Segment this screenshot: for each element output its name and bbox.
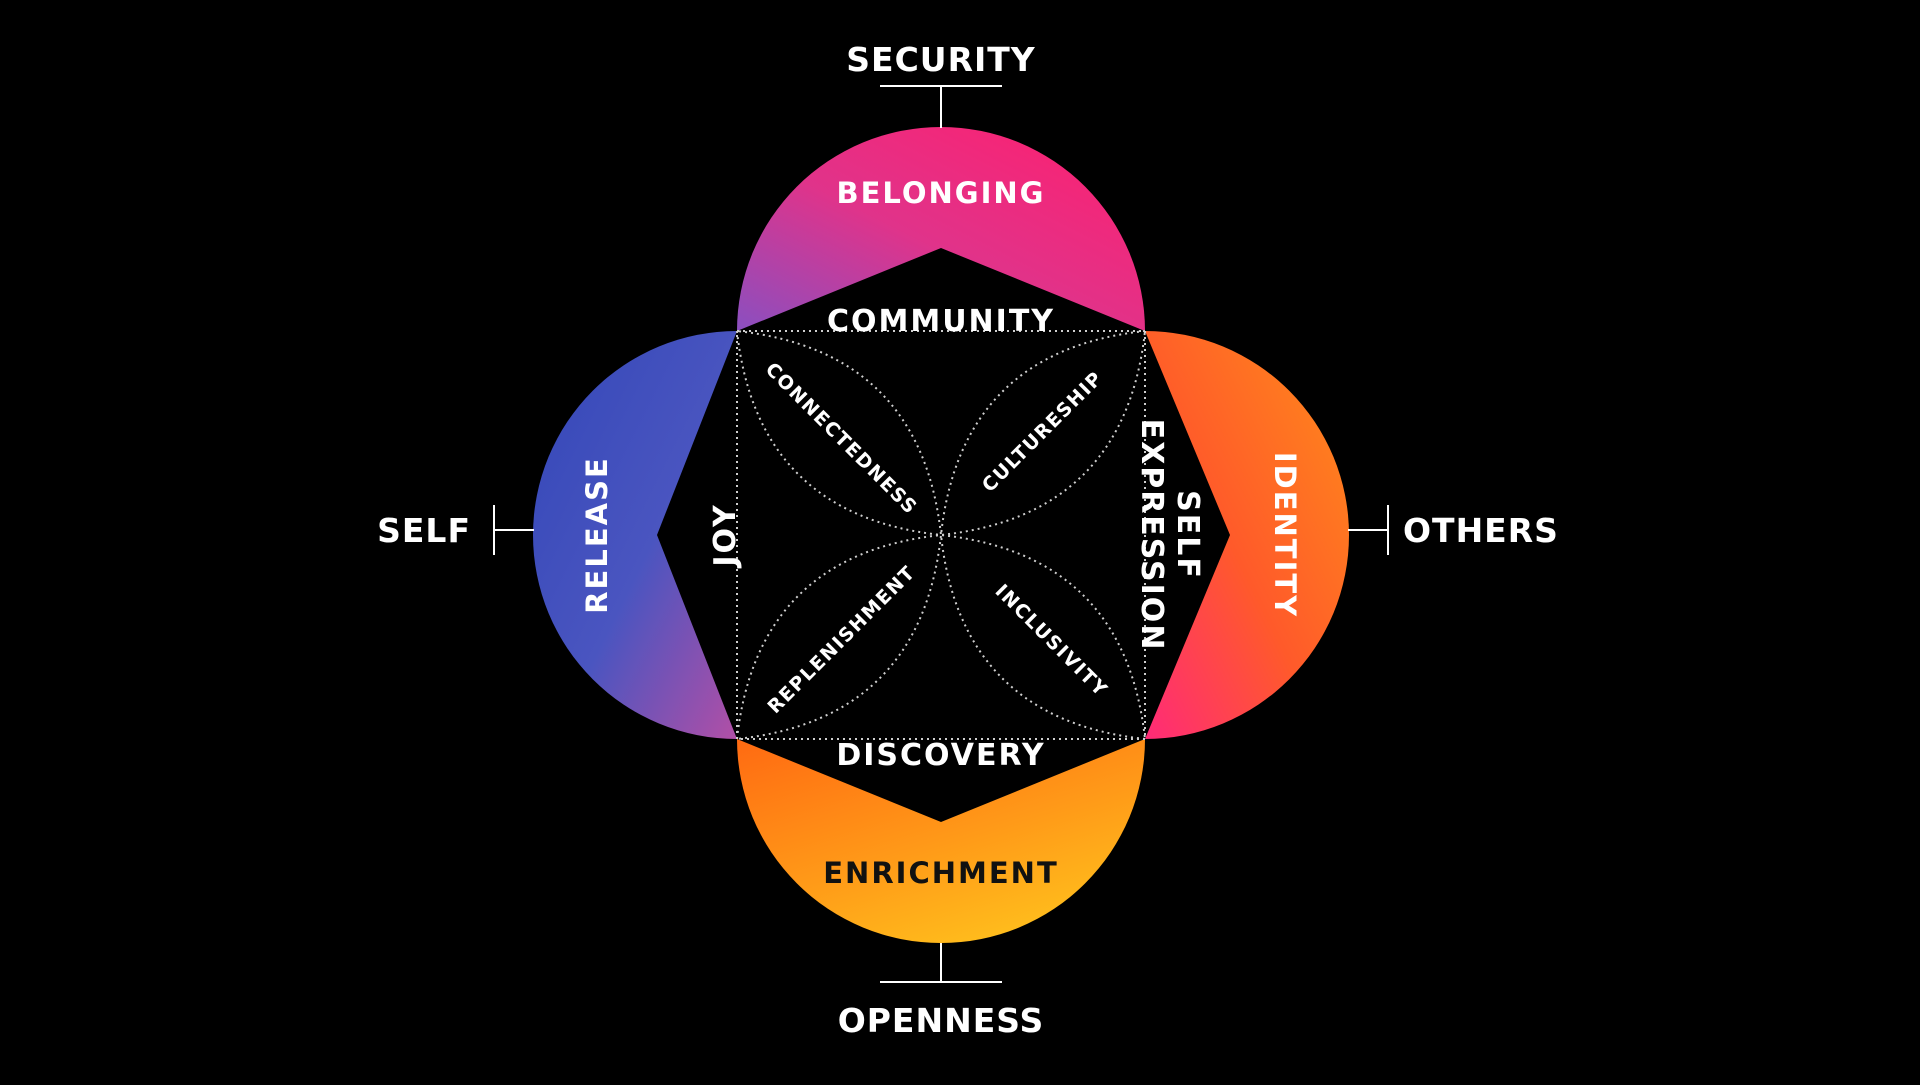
axis-label-openness: OPENNESS — [838, 1001, 1045, 1040]
petal-top — [737, 127, 1145, 331]
petal-label-enrichment: ENRICHMENT — [823, 856, 1058, 890]
leaf-top-right — [939, 329, 1147, 537]
petal-label-belonging: BELONGING — [837, 176, 1046, 210]
inner-label-expression: EXPRESSION — [1134, 419, 1169, 652]
leaf-bottom-left — [735, 533, 943, 741]
inner-label-self: SELF — [1170, 490, 1205, 580]
dotted-lines — [735, 329, 1147, 741]
axis-lines — [493, 85, 1389, 983]
petal-right — [1145, 331, 1349, 739]
petal-label-identity: IDENTITY — [1268, 452, 1302, 618]
axis-label-others: OTHERS — [1403, 511, 1559, 550]
leaf-top-left — [735, 329, 943, 537]
petal-label-release: RELEASE — [580, 456, 614, 614]
petal-bottom — [737, 739, 1145, 943]
inner-label-community: COMMUNITY — [827, 304, 1055, 339]
axis-label-security: SECURITY — [846, 40, 1036, 79]
dotted-square — [736, 330, 1146, 740]
inner-label-discovery: DISCOVERY — [836, 738, 1045, 773]
petal-left — [533, 331, 737, 739]
axis-label-self: SELF — [377, 511, 471, 550]
leaf-bottom-right — [939, 533, 1147, 741]
inner-label-joy: JOY — [708, 503, 743, 568]
